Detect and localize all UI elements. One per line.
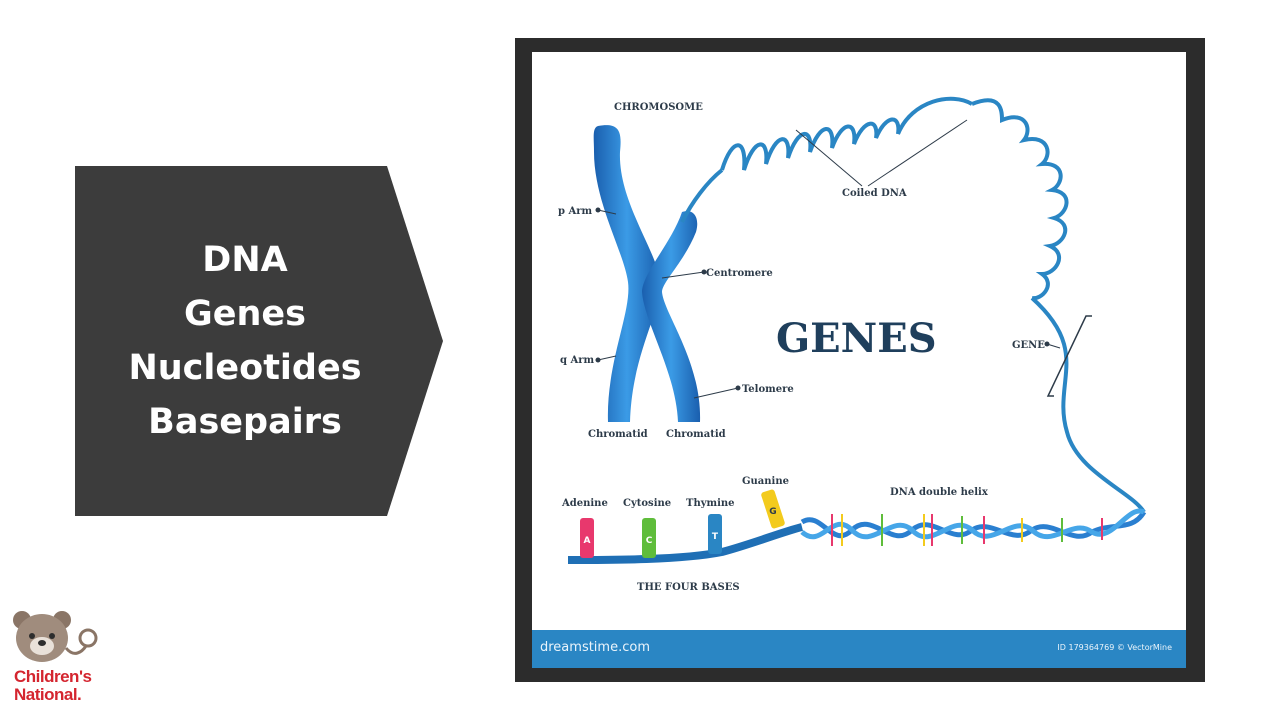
topic-nucleotides: Nucleotides	[128, 348, 362, 388]
label-p-arm: p Arm	[558, 206, 593, 217]
base-letter-guanine: G	[769, 507, 776, 517]
topics-list: DNA Genes Nucleotides Basepairs	[75, 166, 415, 516]
genes-diagram: CHROMOSOME Coiled DNA p Arm Centromere q…	[558, 96, 1147, 593]
base-cytosine: Cytosine C	[623, 498, 671, 558]
childrens-national-logo: Children's National.	[8, 608, 108, 712]
topic-dna: DNA	[202, 240, 288, 280]
label-chromatid-left: Chromatid	[588, 429, 648, 440]
logo-text: Children's National.	[14, 668, 114, 704]
topic-genes: Genes	[184, 294, 306, 334]
arrow-shape	[75, 166, 443, 516]
base-name-adenine: Adenine	[561, 498, 608, 509]
logo-line-2: National.	[14, 685, 82, 704]
label-coiled-dna: Coiled DNA	[842, 188, 907, 199]
label-q-arm: q Arm	[560, 355, 595, 366]
label-centromere: Centromere	[706, 268, 773, 279]
bear-icon	[13, 611, 98, 662]
base-letter-cytosine: C	[646, 536, 653, 546]
coiled-dna	[680, 96, 1146, 514]
chromosome-shape	[593, 125, 701, 422]
label-chromatid-right: Chromatid	[666, 429, 726, 440]
genes-figure: CHROMOSOME Coiled DNA p Arm Centromere q…	[532, 52, 1186, 668]
base-name-guanine: Guanine	[742, 476, 789, 487]
leader-dots	[595, 207, 1050, 391]
footer-credit: ID 179364769 © VectorMine	[1057, 643, 1172, 652]
base-thymine: Thymine T	[686, 498, 735, 554]
base-guanine: Guanine G	[742, 476, 789, 529]
label-chromosome: CHROMOSOME	[614, 102, 703, 113]
base-name-thymine: Thymine	[686, 498, 735, 509]
label-gene: GENE	[1012, 340, 1045, 351]
base-letter-adenine: A	[584, 536, 591, 546]
topic-basepairs: Basepairs	[148, 402, 342, 442]
base-adenine: Adenine A	[561, 498, 608, 558]
label-four-bases: THE FOUR BASES	[637, 582, 740, 593]
base-name-cytosine: Cytosine	[623, 498, 671, 509]
footer-source: dreamstime.com	[540, 640, 650, 655]
logo-line-1: Children's	[14, 667, 92, 686]
figure-footer: dreamstime.com ID 179364769 © VectorMine	[532, 630, 1186, 668]
base-pair-rungs	[831, 514, 1103, 546]
label-telomere: Telomere	[742, 384, 794, 395]
base-letter-thymine: T	[712, 532, 719, 542]
gene-bracket	[1046, 315, 1092, 397]
topics-arrow-panel: DNA Genes Nucleotides Basepairs	[75, 166, 443, 516]
figure-title: GENES	[776, 315, 937, 362]
label-dna-double-helix: DNA double helix	[890, 487, 989, 498]
leader-lines	[597, 119, 1061, 399]
